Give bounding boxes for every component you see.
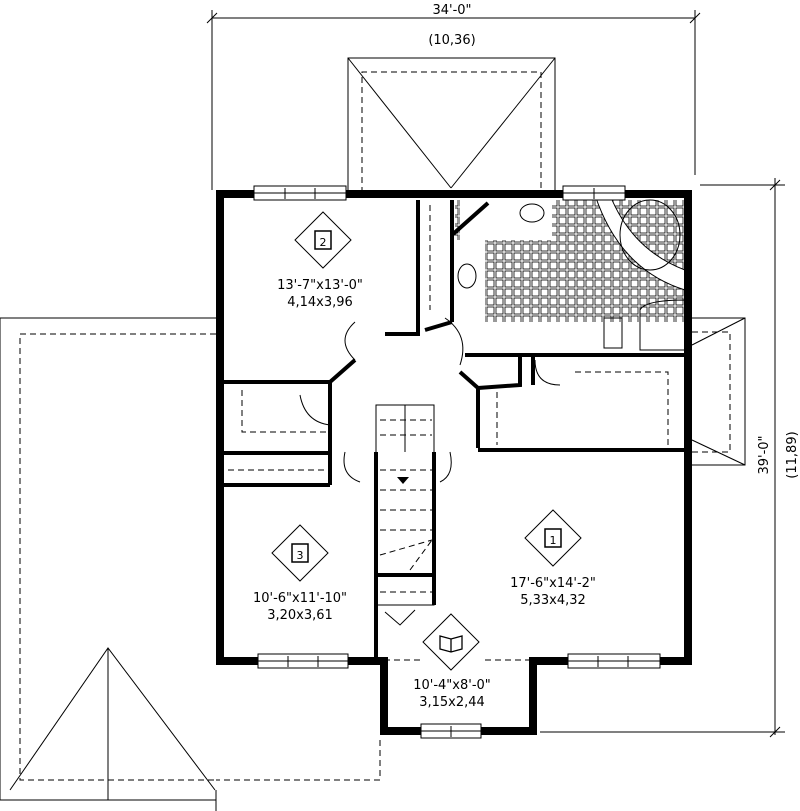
depth-metric: (11,89) [785,431,800,478]
width-metric: (10,36) [428,33,475,48]
right-roof [691,317,746,466]
room-study: 10'-4"x8'-0" 3,15x2,44 [413,613,491,710]
bedroom-icon [294,211,352,269]
room-dimensions-metric: 3,20x3,61 [267,608,333,623]
closets [228,205,669,661]
room-dimensions-imperial: 10'-6"x11'-10" [253,591,347,606]
room-dimensions-metric: 5,33x4,32 [520,593,586,608]
top-roof [347,57,556,193]
room-number: 3 [297,549,304,562]
toilet-icon [603,317,623,349]
room-dimensions-imperial: 17'-6"x14'-2" [510,576,596,591]
room-dimensions-metric: 3,15x2,44 [419,695,485,710]
left-roof [0,317,381,811]
depth-dimension: 39'-0" (11,89) [540,178,800,738]
room-dimensions-imperial: 10'-4"x8'-0" [413,678,491,693]
exterior-walls [216,190,692,735]
windows [253,185,661,739]
sink-icon [457,263,477,289]
bathtub-icon [619,199,681,271]
stair-direction-arrow-icon [397,477,409,484]
depth-imperial: 39'-0" [757,435,772,474]
staircase [375,404,435,606]
room-bedroom-3: 3 10'-6"x11'-10" 3,20x3,61 [253,524,347,623]
room-dimensions-imperial: 13'-7"x13'-0" [277,278,363,293]
sink-icon [519,203,545,223]
room-dimensions-metric: 4,14x3,96 [287,295,353,310]
room-number: 2 [320,236,327,249]
room-bedroom-2: 2 13'-7"x13'-0" 4,14x3,96 [277,211,363,310]
bedroom-icon [271,524,329,582]
width-imperial: 34'-0" [432,3,471,18]
doors [299,317,561,626]
bedroom-icon [524,509,582,567]
room-number: 1 [550,534,557,547]
width-dimension: 34'-0" (10,36) [206,3,701,190]
room-bedroom-1: 1 17'-6"x14'-2" 5,33x4,32 [510,509,596,608]
